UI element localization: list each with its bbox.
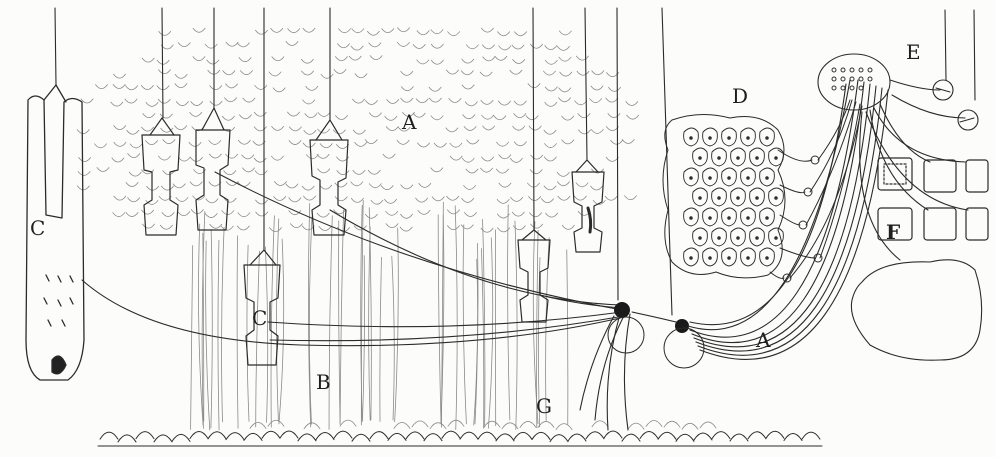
label-b: B (316, 372, 331, 392)
label-a-right: A (756, 330, 770, 350)
label-a-top: A (402, 112, 416, 132)
label-c-left: C (30, 218, 45, 238)
bottom-scallop-row (98, 420, 822, 446)
tissue-blob (851, 260, 981, 360)
label-c-mid: C (252, 308, 267, 328)
bundle-e-dots (832, 68, 872, 90)
vertical-fibres (191, 200, 568, 430)
ganglion-nodes (608, 302, 704, 368)
label-f: F (886, 222, 900, 242)
label-d: D (732, 86, 748, 106)
label-e: E (906, 42, 921, 62)
hanging-threads (55, 8, 975, 315)
cell-patch-d-cells (684, 128, 784, 266)
canopy-scallops (77, 28, 638, 232)
label-g: G (536, 396, 552, 416)
axon-bundle (82, 172, 676, 430)
